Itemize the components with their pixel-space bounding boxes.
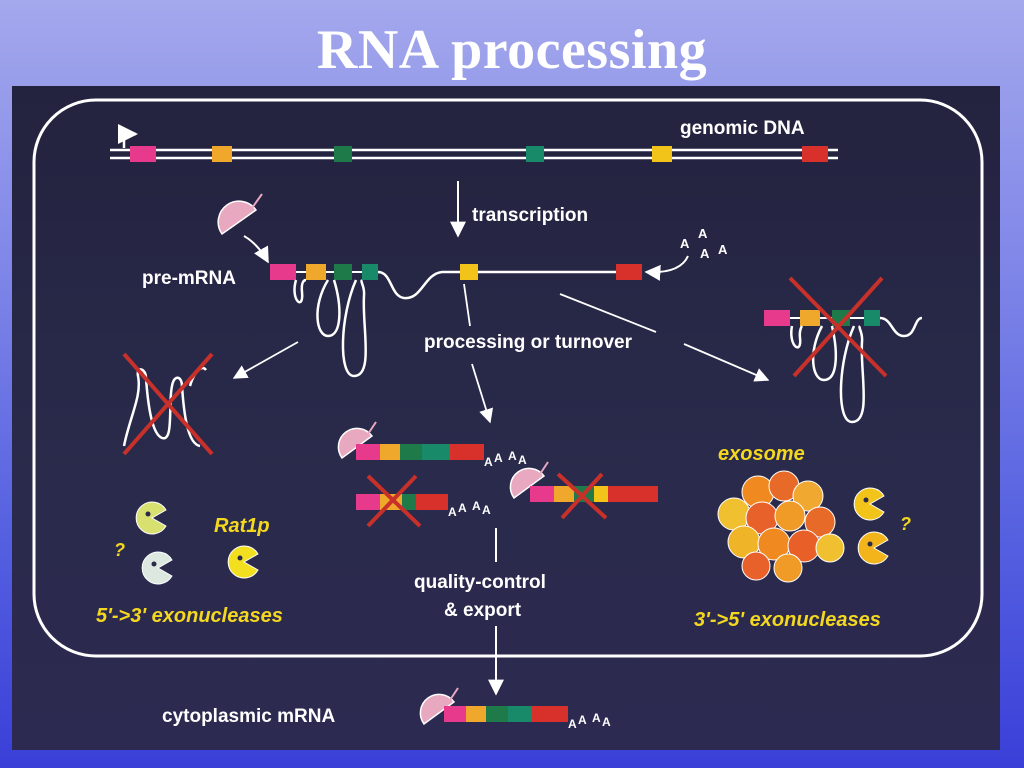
dna-exon — [212, 146, 232, 162]
dna-exon — [526, 146, 544, 162]
exonucleases-3to5-label: 3'->5' exonucleases — [694, 609, 881, 631]
pre-mrna-label: pre-mRNA — [142, 268, 236, 289]
cytoplasmic-mrna: cytoplasmic mRNA A A A A — [162, 687, 611, 731]
dna-exon — [802, 146, 828, 162]
svg-text:A: A — [448, 505, 457, 519]
genomic-dna-label: genomic DNA — [680, 118, 805, 139]
slide-title: RNA processing — [316, 19, 708, 81]
cap-icon — [217, 193, 263, 236]
svg-text:A: A — [484, 455, 493, 469]
degraded-intron — [122, 352, 214, 456]
svg-text:A: A — [700, 246, 710, 261]
aberrant-mrna-2 — [509, 461, 658, 520]
transcription-label: transcription — [472, 205, 588, 226]
dna-exon — [334, 146, 352, 162]
exonuclease-pacman-icon — [857, 531, 889, 565]
svg-text:A: A — [518, 453, 527, 467]
svg-text:A: A — [578, 713, 587, 727]
promoter-arrow-icon — [118, 124, 138, 148]
svg-text:A: A — [482, 503, 491, 517]
svg-text:A: A — [508, 449, 517, 463]
dna-exon — [130, 146, 156, 162]
exonucleases-5to3: ? Rat1p 5'->3' exonucleases — [96, 501, 283, 627]
svg-text:A: A — [680, 236, 690, 251]
rna-processing-figure: genomic DNA transcription pre-mRNA A A A — [12, 86, 1000, 750]
svg-text:A: A — [602, 715, 611, 729]
exonucleases-3to5: exosome ? 3'->5' exonucleases — [694, 443, 911, 631]
polya-tail: A A A A — [680, 226, 728, 261]
degraded-pre-mrna — [764, 276, 923, 424]
exonuclease-pacman-icon — [135, 501, 167, 535]
svg-text:A: A — [718, 242, 728, 257]
svg-text:A: A — [592, 711, 601, 725]
quality-control-label: quality-control — [414, 572, 546, 593]
question-mark: ? — [114, 540, 125, 560]
svg-text:A: A — [494, 451, 503, 465]
exonucleases-5to3-label: 5'->3' exonucleases — [96, 605, 283, 627]
aberrant-mrna-1: A A A A — [356, 474, 491, 528]
exosome-complex-icon — [717, 470, 845, 583]
exonuclease-pacman-icon — [141, 551, 173, 585]
export-label: & export — [444, 600, 522, 621]
processing-label: processing or turnover — [424, 332, 633, 353]
svg-text:A: A — [472, 499, 481, 513]
genomic-dna: genomic DNA — [110, 118, 838, 162]
nucleus-boundary — [32, 98, 984, 658]
cytoplasmic-mrna-label: cytoplasmic mRNA — [162, 706, 335, 727]
svg-text:A: A — [568, 717, 577, 731]
svg-text:A: A — [458, 501, 467, 515]
question-mark: ? — [900, 514, 911, 534]
mature-mrna: A A A A — [337, 421, 527, 469]
exosome-label: exosome — [718, 443, 805, 465]
dna-exon — [652, 146, 672, 162]
rat1p-pacman-icon — [227, 545, 259, 579]
pre-mrna: pre-mRNA A A A A — [142, 193, 728, 378]
svg-text:A: A — [698, 226, 708, 241]
exonuclease-pacman-icon — [853, 487, 885, 521]
rat1p-label: Rat1p — [214, 515, 270, 537]
